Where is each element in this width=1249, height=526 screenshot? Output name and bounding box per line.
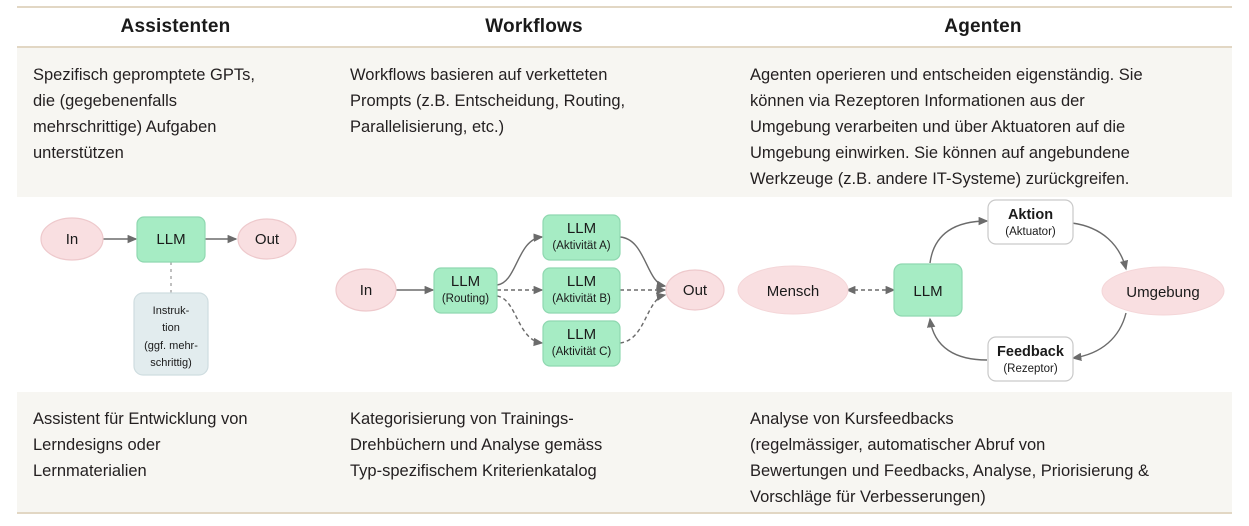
node-llm [136,216,206,263]
node-llm [893,263,963,317]
header-row: Assistenten Workflows Agenten [0,10,1249,44]
node-activity-c-label: LLM [567,326,596,343]
usecase-band [17,392,1232,512]
column-header-workflows: Workflows [485,16,583,37]
node-aktion [987,199,1074,245]
diagram-agenten: Mensch LLM Aktion (Aktuator) Umgebung Fe… [734,197,1232,392]
usecase-workflows: Kategorisierung von Trainings- Drehbüche… [350,410,603,480]
divider-top [17,6,1232,8]
node-llm-label: LLM [913,283,942,300]
node-instruktion-line3: (ggf. mehr- [144,340,198,352]
node-in [40,217,104,261]
node-in [335,268,397,312]
node-umgebung [1101,266,1225,316]
node-out-label: Out [255,231,280,248]
node-instruktion [133,292,209,376]
diagram-workflows: In LLM (Routing) LLM (Aktivität A) LLM (… [334,197,734,392]
node-aktion-label: Aktion [1008,207,1053,223]
node-activity-c-sublabel: (Aktivität C) [552,346,612,358]
arrow-umgebung-to-feedback [1071,312,1127,362]
description-agenten: Agenten operieren und entscheiden eigens… [750,66,1143,188]
arrow-a-to-out [619,236,667,289]
arrow-aktion-to-umgebung [1071,222,1129,271]
usecase-agenten: Analyse von Kursfeedbacks (regelmässiger… [750,410,1149,506]
arrow-router-to-a [496,233,544,286]
node-activity-a [542,214,621,261]
arrow-llm-to-aktion [929,216,989,264]
node-router-label: LLM [451,273,480,290]
usecase-assistenten: Assistent für Entwicklung von Lerndesign… [33,410,248,480]
node-aktion-sublabel: (Aktuator) [1005,226,1056,238]
node-feedback-sublabel: (Rezeptor) [1003,363,1057,375]
node-router-sublabel: (Routing) [442,293,489,305]
node-activity-b-sublabel: (Aktivität B) [552,293,611,305]
node-instruktion-line4: schrittig) [150,357,192,369]
node-instruktion-line1: Instruk- [153,305,190,317]
arrow-c-to-out [619,292,667,344]
node-in-label: In [66,231,79,248]
node-mensch-label: Mensch [767,283,820,300]
node-mensch [737,265,849,315]
node-out [665,269,725,311]
node-umgebung-label: Umgebung [1126,284,1199,301]
arrow-feedback-to-llm [926,317,988,361]
divider-bottom [17,512,1232,514]
node-activity-a-label: LLM [567,220,596,237]
node-in-label: In [360,282,373,299]
node-activity-b-label: LLM [567,273,596,290]
arrow-router-to-c [496,295,544,347]
column-header-agenten: Agenten [944,16,1022,37]
description-assistenten: Spezifisch gepromptete GPTs, die (gegebe… [33,66,255,162]
description-band [17,48,1232,197]
column-header-assistenten: Assistenten [120,16,231,37]
node-router [433,267,498,314]
node-out-label: Out [683,282,708,299]
divider-under-header [17,46,1232,48]
node-instruktion-line2: tion [162,322,180,334]
node-feedback-label: Feedback [997,344,1065,360]
node-activity-b [542,267,621,314]
node-out [237,218,297,260]
node-feedback [987,336,1074,382]
node-llm-label: LLM [156,231,185,248]
description-workflows: Workflows basieren auf verketteten Promp… [350,66,626,136]
diagram-assistenten: In LLM Out Instruk- tion (ggf. mehr- sch… [17,197,334,392]
node-activity-a-sublabel: (Aktivität A) [552,240,610,252]
node-activity-c [542,320,621,367]
